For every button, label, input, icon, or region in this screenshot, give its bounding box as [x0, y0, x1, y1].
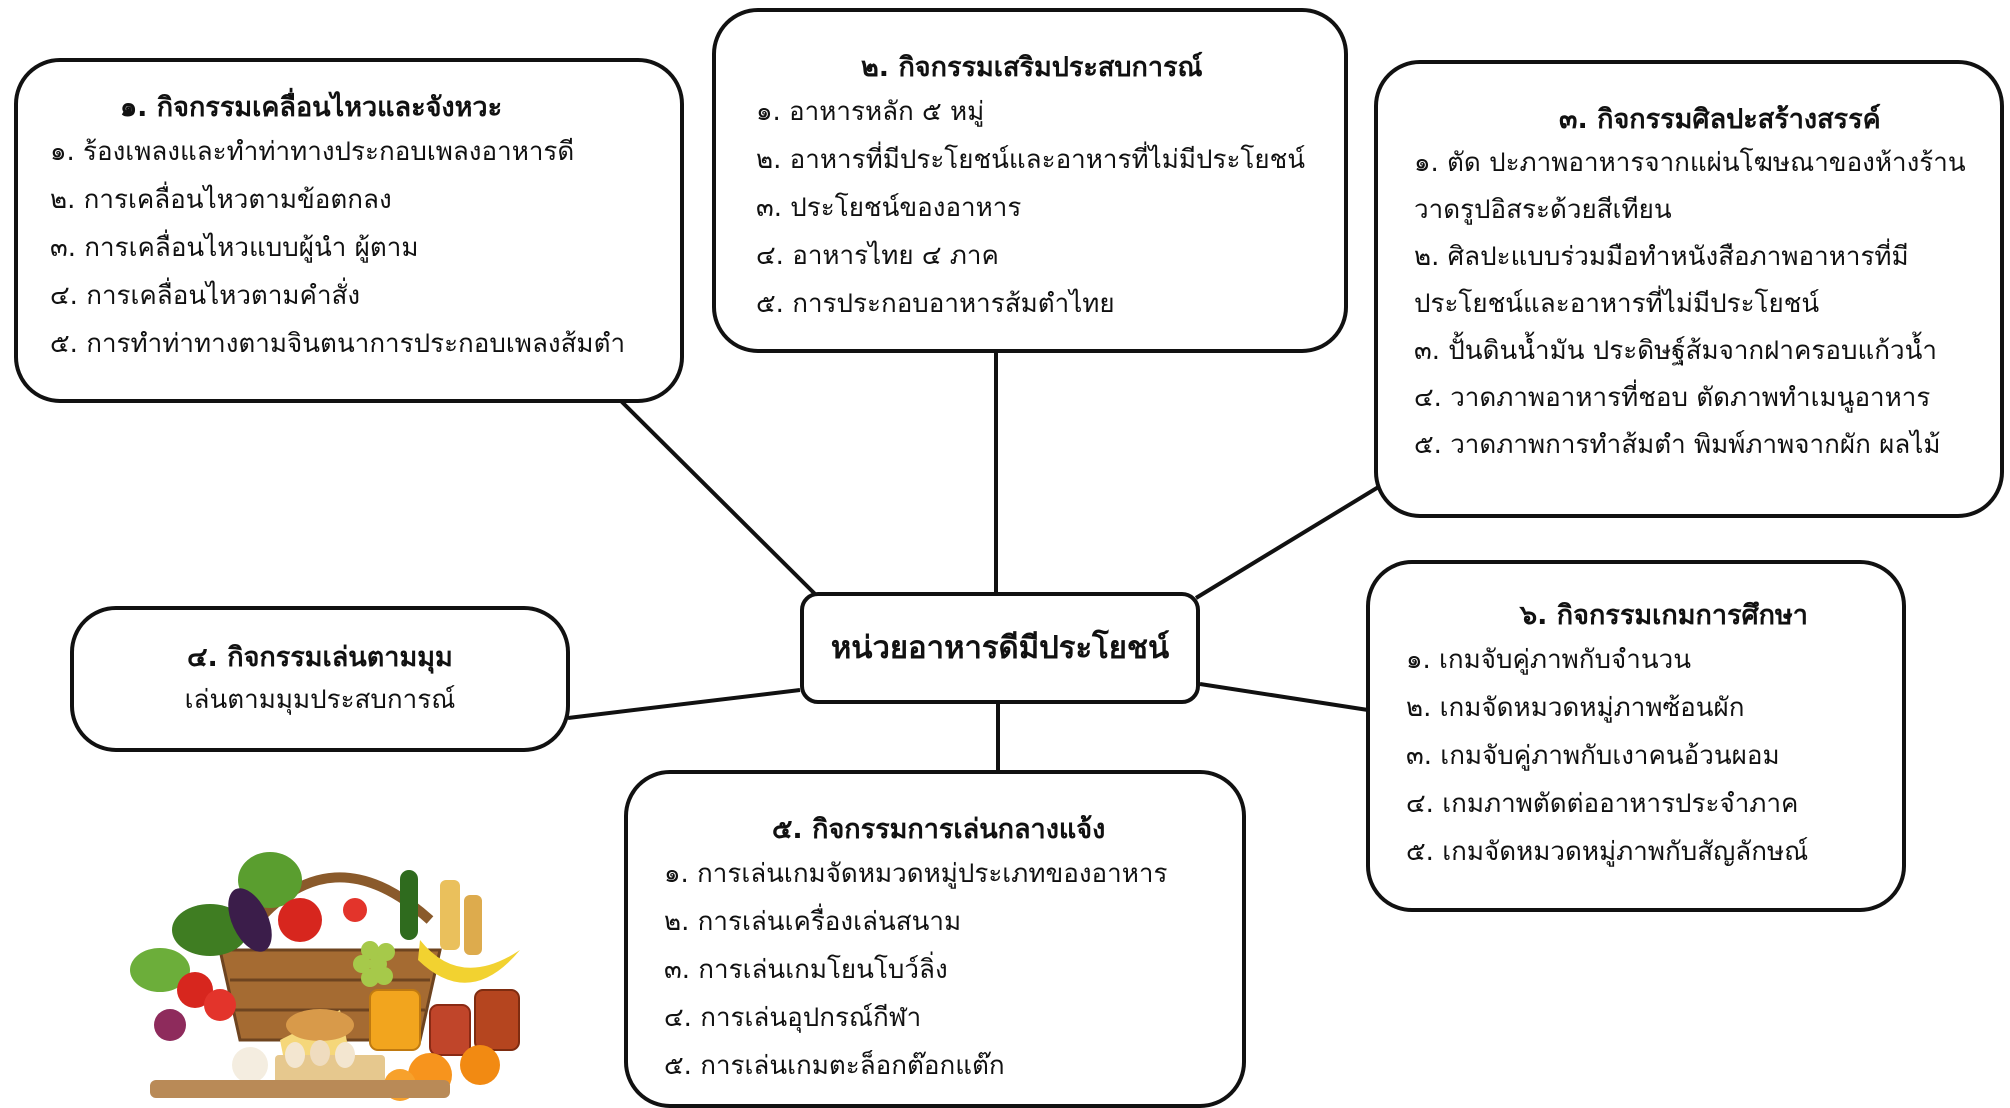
activity-list: ๑. การเล่นเกมจัดหมวดหมู่ประเภทของอาหาร ๒… — [664, 850, 1242, 1090]
activity-list: ๑. ตัด ปะภาพอาหารจากแผ่นโฆษณาของห้างร้าน… — [1414, 140, 2000, 469]
connector-3 — [1194, 478, 1392, 600]
connector-6 — [1199, 682, 1369, 712]
activity-title: ๖. กิจกรรมเกมการศึกษา — [1520, 600, 1808, 631]
activity-title: ๕. กิจกรรมการเล่นกลางแจ้ง — [772, 814, 1106, 845]
list-item: ๔. การเคลื่อนไหวตามคำสั่ง — [50, 281, 361, 311]
activity-list: ๑. ร้องเพลงและทำท่าทางประกอบเพลงอาหารดี … — [50, 128, 680, 368]
activity-box-movement: ๑. กิจกรรมเคลื่อนไหวและจังหวะ ๑. ร้องเพล… — [14, 58, 684, 403]
connector-4 — [567, 688, 801, 720]
center-topic-label: หน่วยอาหารดีมีประโยชน์ — [830, 630, 1170, 666]
list-item: ๓. การเล่นเกมโยนโบว์ลิ่ง — [664, 955, 948, 985]
activity-title: ๒. กิจกรรมเสริมประสบการณ์ — [861, 52, 1203, 83]
activity-list: ๑. เกมจับคู่ภาพกับจำนวน ๒. เกมจัดหมวดหมู… — [1406, 636, 1902, 876]
list-item: ๒. ศิลปะแบบร่วมมือทำหนังสือภาพอาหารที่มี… — [1414, 242, 1909, 319]
activity-box-outdoor: ๕. กิจกรรมการเล่นกลางแจ้ง ๑. การเล่นเกมจ… — [624, 770, 1246, 1108]
activity-list: ๑. อาหารหลัก ๕ หมู่ ๒. อาหารที่มีประโยชน… — [756, 88, 1344, 328]
activity-title: ๓. กิจกรรมศิลปะสร้างสรรค์ — [1559, 104, 1881, 135]
activity-box-experience: ๒. กิจกรรมเสริมประสบการณ์ ๑. อาหารหลัก ๕… — [712, 8, 1348, 353]
list-item: ๑. เกมจับคู่ภาพกับจำนวน — [1406, 645, 1692, 675]
list-item: ๕. การประกอบอาหารส้มตำไทย — [756, 289, 1115, 319]
activity-title: ๔. กิจกรรมเล่นตามมุม — [187, 642, 453, 673]
food-basket-icon — [130, 852, 520, 1101]
list-item: ๑. ร้องเพลงและทำท่าทางประกอบเพลงอาหารดี — [50, 137, 575, 167]
list-item: ๒. การเคลื่อนไหวตามข้อตกลง — [50, 185, 392, 215]
activity-box-art: ๓. กิจกรรมศิลปะสร้างสรรค์ ๑. ตัด ปะภาพอา… — [1374, 60, 2004, 518]
list-item: ๕. การเล่นเกมตะล็อกต๊อกแต๊ก — [664, 1051, 1005, 1081]
connector-1 — [618, 398, 817, 596]
list-item: ๓. เกมจับคู่ภาพกับเงาคนอ้วนผอม — [1406, 741, 1780, 771]
list-item: ๓. การเคลื่อนไหวแบบผู้นำ ผู้ตาม — [50, 233, 419, 263]
list-item: ๕. เกมจัดหมวดหมู่ภาพกับสัญลักษณ์ — [1406, 837, 1809, 867]
list-item: ๒. เกมจัดหมวดหมู่ภาพซ้อนผัก — [1406, 693, 1745, 723]
list-item: ๕. วาดภาพการทำส้มตำ พิมพ์ภาพจากผัก ผลไม้ — [1414, 430, 1941, 460]
list-item: ๓. ประโยชน์ของอาหาร — [756, 193, 1022, 223]
list-item: ๔. อาหารไทย ๔ ภาค — [756, 241, 999, 271]
activity-title: ๑. กิจกรรมเคลื่อนไหวและจังหวะ — [120, 92, 503, 123]
list-item: ๑. การเล่นเกมจัดหมวดหมู่ประเภทของอาหาร — [664, 859, 1168, 889]
list-item: ๑. อาหารหลัก ๕ หมู่ — [756, 97, 985, 127]
list-item: ๓. ปั้นดินน้ำมัน ประดิษฐ์ส้มจากฝาครอบแก้… — [1414, 336, 1937, 366]
activity-box-corners: ๔. กิจกรรมเล่นตามมุม เล่นตามมุมประสบการณ… — [70, 606, 570, 752]
activity-box-games: ๖. กิจกรรมเกมการศึกษา ๑. เกมจับคู่ภาพกับ… — [1366, 560, 1906, 912]
activity-subtitle: เล่นตามมุมประสบการณ์ — [184, 685, 456, 715]
list-item: ๒. การเล่นเครื่องเล่นสนาม — [664, 907, 962, 937]
list-item: ๑. ตัด ปะภาพอาหารจากแผ่นโฆษณาของห้างร้าน… — [1414, 148, 1966, 225]
list-item: ๕. การทำท่าทางตามจินตนาการประกอบเพลงส้มต… — [50, 329, 626, 359]
list-item: ๒. อาหารที่มีประโยชน์และอาหารที่ไม่มีประ… — [756, 145, 1306, 175]
list-item: ๔. เกมภาพตัดต่ออาหารประจำภาค — [1406, 789, 1799, 819]
list-item: ๔. วาดภาพอาหารที่ชอบ ตัดภาพทำเมนูอาหาร — [1414, 383, 1931, 413]
list-item: ๔. การเล่นอุปกรณ์กีฬา — [664, 1003, 922, 1033]
center-topic-box: หน่วยอาหารดีมีประโยชน์ — [800, 592, 1200, 704]
